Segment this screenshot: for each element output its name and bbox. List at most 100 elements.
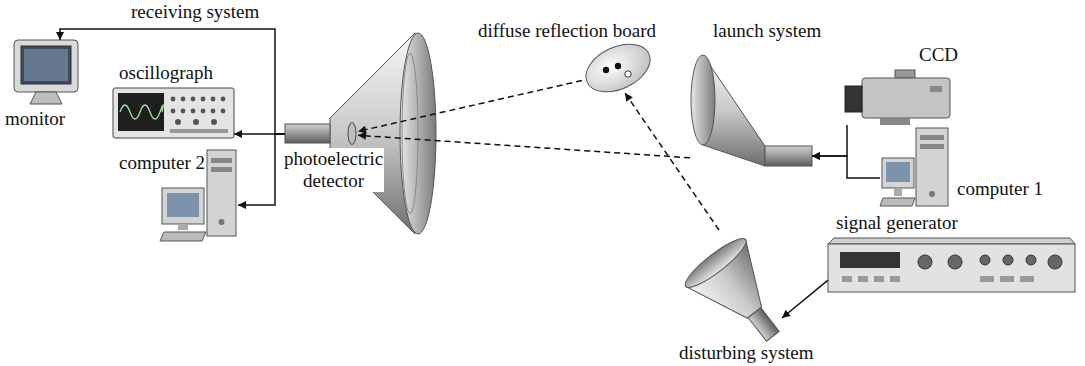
device-label: diffuse reflection board [477, 20, 657, 42]
oscillograph-illustration [113, 88, 234, 138]
light-path [358, 81, 582, 132]
oscillograph-illustration-part-part [181, 109, 186, 114]
signal-generator: signal generator [828, 238, 1075, 292]
signal-generator-illustration-part-part [1048, 255, 1062, 269]
oscillograph-illustration-part-part [193, 119, 199, 125]
signal-generator-illustration-part-part [1003, 255, 1013, 265]
signal-generator-illustration-part-part [980, 255, 990, 265]
oscillograph-illustration-part [120, 105, 163, 119]
computer-illustration-part [882, 158, 914, 188]
device-label: photoelectric detector [283, 148, 384, 192]
oscillograph-illustration-part-part [201, 97, 206, 102]
reflection-board-illustration-part [625, 71, 631, 77]
device-label: signal generator [835, 212, 959, 234]
ccd-camera-illustration-part [930, 86, 942, 92]
disturbing-illustration-part [680, 233, 751, 294]
signal-wire [812, 156, 880, 178]
launch-illustration-part [691, 55, 715, 145]
monitor-illustration-part [24, 49, 68, 81]
disturbing-system: disturbing system [677, 230, 782, 342]
oscillograph-illustration-part-part [191, 109, 196, 114]
computer-illustration-part [219, 219, 225, 225]
oscillograph-illustration-part-part [221, 109, 226, 114]
computer-illustration-part [167, 193, 199, 217]
computer-illustration [880, 128, 948, 206]
device-label: computer 1 [956, 178, 1044, 200]
oscillograph-illustration-part [118, 93, 164, 131]
device-label: CCD [918, 44, 959, 66]
oscillograph-illustration-part-part [171, 97, 176, 102]
ccd-camera-illustration-part [880, 118, 910, 125]
reflection-board-illustration-part [603, 67, 609, 73]
detector-illustration-part [348, 123, 356, 145]
detector-device: photoelectric detector [285, 121, 358, 147]
signal-wire [60, 29, 285, 134]
signal-generator-illustration-part [828, 238, 1075, 244]
computer-illustration-part [929, 191, 935, 197]
oscillograph-illustration-part-part [221, 97, 226, 102]
computer-illustration-part [916, 128, 948, 206]
signal-generator-illustration-part-part [890, 276, 900, 282]
device-label: launch system [712, 20, 822, 42]
monitor-illustration-part [21, 46, 71, 84]
monitor-illustration [14, 40, 78, 104]
oscillograph-illustration-part-part [211, 119, 217, 125]
computer-device: computer 2 [158, 150, 238, 242]
monitor-illustration-part [14, 40, 78, 92]
computer-illustration-part [207, 150, 236, 236]
signal-generator-illustration-part [842, 276, 1034, 282]
oscillograph-illustration-part-part [181, 97, 186, 102]
reflection-board-illustration-part [615, 63, 621, 69]
detector-illustration-part [402, 54, 418, 214]
computer-illustration-part [920, 144, 944, 149]
device-label: disturbing system [678, 342, 815, 364]
computer-illustration-part [178, 224, 188, 230]
launch-illustration [691, 55, 812, 166]
system-label: receiving system [130, 1, 260, 23]
oscillograph-illustration-part [170, 129, 228, 133]
light-path [358, 135, 690, 158]
computer-illustration-part [886, 162, 910, 182]
launch-system: launch system [690, 55, 812, 168]
signal-generator-illustration-part-part [858, 276, 868, 282]
oscillograph-illustration-part-part [211, 97, 216, 102]
ccd-camera-illustration [845, 70, 950, 125]
oscillograph-illustration-part-part [211, 109, 216, 114]
device-label: monitor [4, 108, 66, 130]
oscillograph-device: oscillograph [113, 88, 234, 140]
launch-illustration-part [765, 146, 812, 166]
computer-illustration-part [162, 188, 204, 224]
reflection-board-illustration-part [578, 35, 657, 102]
signal-generator-illustration-part-part [874, 276, 884, 282]
signal-generator-illustration [828, 238, 1075, 292]
signal-wire [782, 280, 828, 318]
signal-generator-illustration-part-part [918, 255, 932, 269]
computer-illustration-part [160, 232, 206, 241]
oscillograph-illustration-part [113, 88, 234, 138]
monitor-device: monitor [12, 40, 80, 105]
ccd-camera-illustration-part [862, 78, 950, 118]
computer-illustration-part [894, 188, 902, 196]
signal-generator-illustration-part-part [980, 276, 994, 282]
signal-generator-illustration-part-part [842, 276, 852, 282]
oscillograph-illustration-part-part [201, 109, 206, 114]
computer-illustration-part [880, 198, 915, 206]
computer-illustration-part [920, 135, 944, 140]
signal-generator-illustration-part [840, 252, 900, 268]
disturbing-illustration [680, 233, 803, 360]
reflection-board: diffuse reflection board [582, 43, 654, 93]
computer-device: computer 1 [880, 128, 950, 208]
computer-illustration-part [211, 167, 232, 172]
reflection-board-illustration [578, 35, 657, 102]
signal-generator-illustration-part-part [1020, 276, 1034, 282]
signal-generator-illustration-part-part [1026, 255, 1036, 265]
signal-generator-illustration-part-part [948, 255, 962, 269]
signal-generator-illustration-part-part [1000, 276, 1014, 282]
ccd-camera-illustration-part [845, 86, 862, 112]
oscillograph-illustration-part-part [175, 119, 181, 125]
oscillograph-illustration-part-part [171, 109, 176, 114]
oscillograph-illustration-part-part [191, 97, 196, 102]
monitor-illustration-part [30, 92, 62, 104]
signal-wire [238, 134, 285, 205]
device-label: computer 2 [118, 152, 206, 174]
